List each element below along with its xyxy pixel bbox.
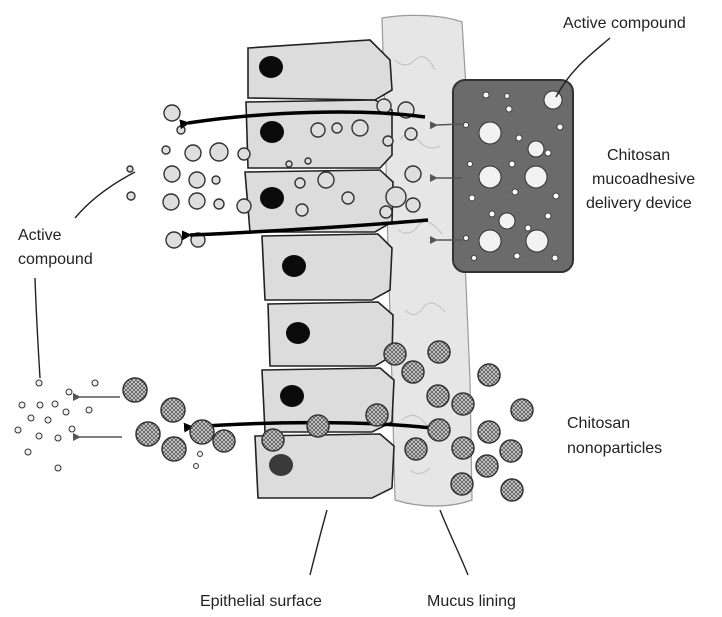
label-active-compound-top: Active compound <box>563 15 686 32</box>
cell-nucleus <box>260 121 284 143</box>
label-chitosan-device-1: Chitosan <box>607 147 670 164</box>
cell-nucleus <box>269 454 293 476</box>
label-epithelial-surface: Epithelial surface <box>200 593 322 610</box>
cell-nucleus <box>260 187 284 209</box>
label-chitosan-nano-2: nonoparticles <box>567 440 662 457</box>
label-chitosan-nano-1: Chitosan <box>567 415 630 432</box>
label-active-compound-left-2: compound <box>18 251 93 268</box>
cell-nucleus <box>259 56 283 78</box>
cell-nucleus <box>280 385 304 407</box>
label-active-compound-left-1: Active <box>18 227 62 244</box>
cell-nucleus <box>282 255 306 277</box>
label-chitosan-device-3: delivery device <box>586 195 692 212</box>
cell-nucleus <box>286 322 310 344</box>
label-mucus-lining: Mucus lining <box>427 593 516 610</box>
epithelial-cell <box>262 234 392 300</box>
label-chitosan-device-2: mucoadhesive <box>592 171 695 188</box>
mucoadhesive-delivery-device <box>453 80 573 272</box>
